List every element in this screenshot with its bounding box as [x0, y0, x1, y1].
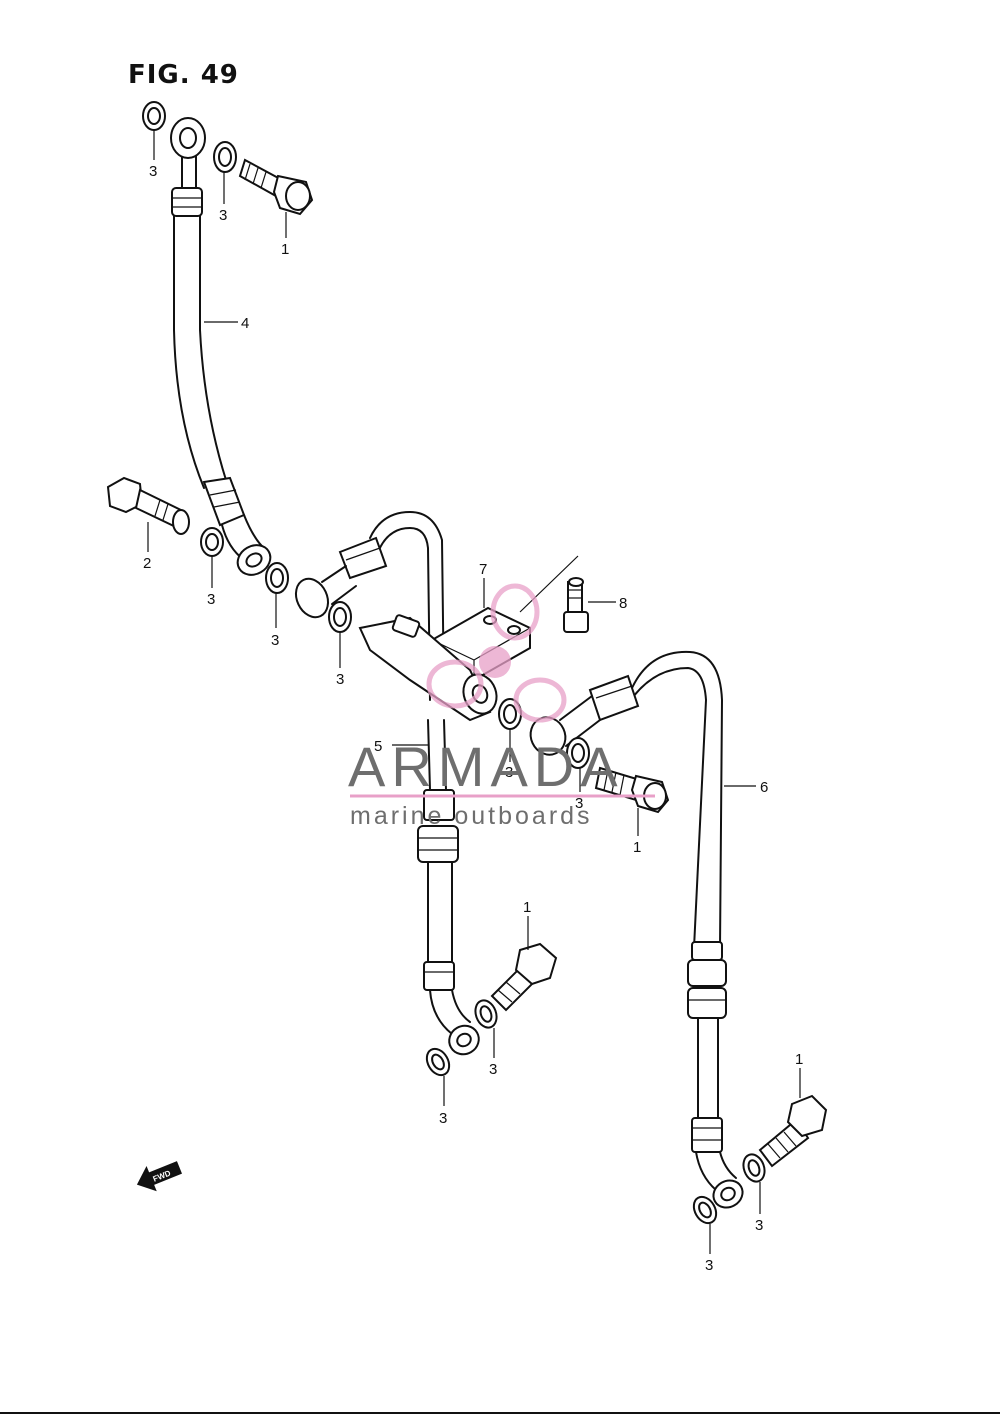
hose-6 — [529, 650, 744, 1209]
washer-2b — [265, 562, 289, 594]
callout-1-b: 1 — [633, 839, 641, 856]
callout-3-a: 3 — [149, 163, 157, 180]
callout-1-c: 1 — [523, 899, 531, 916]
washer-top-mid — [213, 141, 237, 173]
callout-3-e: 3 — [336, 671, 344, 688]
callouts: 3 3 1 4 2 3 3 7 8 3 5 3 3 1 6 1 3 3 1 3 … — [143, 163, 803, 1274]
callout-3-h: 3 — [489, 1061, 497, 1078]
armada-watermark: ARMADA marine outboards — [348, 583, 655, 830]
propeller-logo-icon — [426, 583, 567, 723]
callout-6: 6 — [760, 779, 768, 796]
washer-lower-center-a — [474, 999, 498, 1029]
hose-5 — [294, 511, 480, 1056]
banjo-bolt-1-top — [238, 158, 314, 216]
bolt-8 — [563, 577, 589, 633]
callout-3-j: 3 — [755, 1217, 763, 1234]
hose-4 — [170, 117, 272, 576]
washer-lower-right-b — [692, 1195, 718, 1225]
watermark-tagline: marine outboards — [350, 802, 593, 830]
figure-title: FIG. 49 — [128, 60, 239, 90]
callout-1-a: 1 — [281, 241, 289, 258]
callout-1-d: 1 — [795, 1051, 803, 1068]
callout-3-b: 3 — [219, 207, 227, 224]
leader-lines — [147, 130, 801, 1254]
callout-3-d: 3 — [271, 632, 279, 649]
callout-3-k: 3 — [705, 1257, 713, 1274]
callout-3-c: 3 — [207, 591, 215, 608]
washer-2a — [200, 527, 224, 557]
callout-3-f: 3 — [505, 764, 513, 781]
callout-2: 2 — [143, 555, 151, 572]
callout-7: 7 — [479, 561, 487, 578]
washer-lower-center-b — [425, 1047, 451, 1077]
callout-5: 5 — [374, 738, 382, 755]
fwd-arrow-icon: FWD — [136, 1161, 182, 1192]
callout-4: 4 — [241, 315, 249, 332]
washer-top-left — [142, 101, 166, 131]
watermark-brand: ARMADA — [348, 735, 624, 798]
banjo-bolt-2 — [106, 476, 190, 535]
callout-8: 8 — [619, 595, 627, 612]
banjo-bolt-1-lower-center — [490, 942, 558, 1012]
washer-lower-right-a — [742, 1153, 766, 1183]
callout-3-i: 3 — [439, 1110, 447, 1127]
banjo-bolt-1-lower-right — [758, 1094, 828, 1168]
callout-3-g: 3 — [575, 795, 583, 812]
